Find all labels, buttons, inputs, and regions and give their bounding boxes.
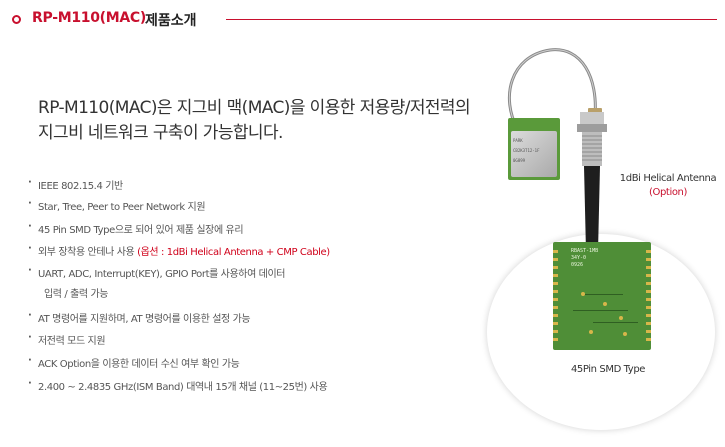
section-title: 제품소개 [145, 13, 197, 29]
pcb-pad [646, 314, 651, 317]
feature-item: 2.400 ~ 2.4835 GHz(ISM Band) 대역내 15개 채널 … [28, 378, 328, 393]
pcb-via [623, 332, 627, 336]
pcb-pad [646, 258, 651, 261]
pcb-via [603, 302, 607, 306]
feature-text: ACK Option을 이용한 데이터 수신 여부 확인 가능 [38, 359, 240, 370]
feature-item: AT 명령어를 지원하며, AT 명령어를 이용한 설정 가능 [28, 310, 251, 325]
pcb-pad [553, 338, 558, 341]
pcb-pad [646, 274, 651, 277]
pcb-pad [646, 266, 651, 269]
pcb-pad [646, 290, 651, 293]
intro-text: RP-M110(MAC)은 지그비 맥(MAC)을 이용한 저용량/저전력의 지… [38, 96, 508, 146]
pcb-pad [553, 298, 558, 301]
pcb-pad [553, 258, 558, 261]
intro-line-2: 지그비 네트워크 구축이 가능합니다. [38, 123, 283, 143]
product-model-title: RP-M110(MAC) [32, 10, 146, 26]
pcb-pad [553, 290, 558, 293]
feature-item: 45 Pin SMD Type으로 되어 있어 제품 실장에 유리 [28, 221, 244, 236]
smd-module-label-3: 0926 [571, 262, 584, 268]
smd-module-image: RBAST-1MB 34Y-0 0926 [553, 242, 651, 350]
pcb-via [589, 330, 593, 334]
feature-item: 외부 장착용 안테나 사용 (옵션 : 1dBi Helical Antenna… [28, 243, 330, 258]
feature-text: IEEE 802.15.4 기반 [38, 181, 123, 192]
feature-text: Star, Tree, Peer to Peer Network 지원 [38, 202, 206, 213]
feature-text: 45 Pin SMD Type으로 되어 있어 제품 실장에 유리 [38, 225, 244, 236]
feature-text-continued: 입력 / 출력 가능 [44, 289, 109, 300]
antenna-caption-option: (Option) [649, 187, 687, 198]
pcb-trace [593, 322, 638, 323]
pcb-pad [553, 330, 558, 333]
pcb-pad [553, 266, 558, 269]
helical-antenna-image [577, 112, 607, 257]
antenna-caption: 1dBi Helical Antenna (Option) [618, 172, 718, 200]
feature-item: 저전력 모드 지원 [28, 332, 106, 347]
pcb-pad [553, 282, 558, 285]
pcb-trace [583, 294, 623, 295]
small-module-image: PARK CB2K3T12-1F 0G899 [508, 118, 560, 180]
pcb-pad [646, 298, 651, 301]
small-module-label-2: CB2K3T12-1F [513, 148, 540, 153]
pcb-trace [573, 310, 628, 311]
feature-text: UART, ADC, Interrupt(KEY), GPIO Port를 사용… [38, 269, 286, 280]
pcb-pad [553, 274, 558, 277]
circle-bullet-icon [12, 15, 21, 24]
feature-text: 2.400 ~ 2.4835 GHz(ISM Band) 대역내 15개 채널 … [38, 382, 328, 393]
feature-item: UART, ADC, Interrupt(KEY), GPIO Port를 사용… [28, 265, 285, 300]
feature-item: Star, Tree, Peer to Peer Network 지원 [28, 198, 206, 213]
pcb-pad [553, 306, 558, 309]
pcb-pad [646, 250, 651, 253]
feature-item: ACK Option을 이용한 데이터 수신 여부 확인 가능 [28, 355, 240, 370]
antenna-caption-name: 1dBi Helical Antenna [619, 173, 717, 184]
feature-highlight: (옵션 : 1dBi Helical Antenna + CMP Cable) [137, 247, 330, 258]
pcb-pad [553, 314, 558, 317]
feature-text: 외부 장착용 안테나 사용 [38, 247, 135, 258]
smd-module-label-2: 34Y-0 [571, 255, 587, 261]
intro-line-1: RP-M110(MAC)은 지그비 맥(MAC)을 이용한 저용량/저전력의 [38, 98, 471, 118]
smd-module-caption: 45Pin SMD Type [570, 364, 646, 375]
smd-module-label-1: RBAST-1MB [571, 248, 599, 254]
pcb-pad [646, 322, 651, 325]
feature-item: IEEE 802.15.4 기반 [28, 177, 123, 192]
pcb-pad [553, 250, 558, 253]
pcb-pad [646, 330, 651, 333]
pcb-pad [646, 338, 651, 341]
feature-text: 저전력 모드 지원 [38, 336, 106, 347]
feature-text: AT 명령어를 지원하며, AT 명령어를 이용한 설정 가능 [38, 314, 251, 325]
section-header: RP-M110(MAC) 제품소개 [12, 10, 717, 32]
small-module-label-1: PARK [513, 138, 523, 143]
pcb-via [581, 292, 585, 296]
small-module-label-3: 0G899 [513, 158, 526, 163]
header-divider [226, 19, 717, 20]
pcb-via [619, 316, 623, 320]
pcb-pad [646, 282, 651, 285]
pcb-pad [553, 322, 558, 325]
pcb-pad [646, 306, 651, 309]
